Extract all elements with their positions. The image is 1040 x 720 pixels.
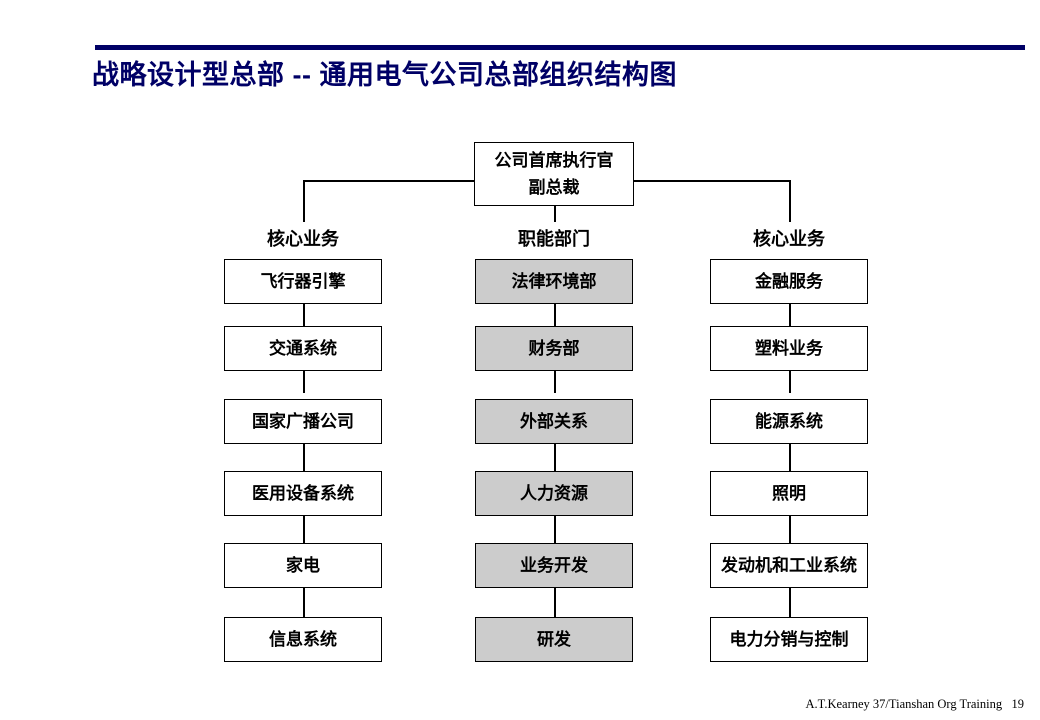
connector-col0-3-4	[303, 516, 305, 543]
node-col1-row2[interactable]: 外部关系	[475, 399, 633, 444]
connector-col0-2-3	[303, 444, 305, 471]
node-col2-row5[interactable]: 电力分销与控制	[710, 617, 868, 662]
node-col2-row2[interactable]: 能源系统	[710, 399, 868, 444]
node-ceo-line2: 副总裁	[528, 177, 580, 197]
node-col0-row5[interactable]: 信息系统	[224, 617, 382, 662]
connector-col2-2-3	[789, 444, 791, 471]
node-col0-row0[interactable]: 飞行器引擎	[224, 259, 382, 304]
node-col1-row4[interactable]: 业务开发	[475, 543, 633, 588]
connector-col1-1-2	[554, 371, 556, 393]
page-title: 战略设计型总部 -- 通用电气公司总部组织结构图	[92, 60, 677, 90]
node-ceo[interactable]: 公司首席执行官 副总裁	[474, 142, 634, 206]
connector-col2-3-4	[789, 516, 791, 543]
node-col0-row1[interactable]: 交通系统	[224, 326, 382, 371]
connector-col0-0-1	[303, 304, 305, 326]
node-col2-row4[interactable]: 发动机和工业系统	[710, 543, 868, 588]
node-col1-row5[interactable]: 研发	[475, 617, 633, 662]
connector-col1-4-5	[554, 588, 556, 617]
footer-note: A.T.Kearney 37/Tianshan Org Training 19	[805, 697, 1024, 711]
connector-col0-1-2	[303, 371, 305, 393]
connector-col2-1-2	[789, 371, 791, 393]
node-col0-row3[interactable]: 医用设备系统	[224, 471, 382, 516]
node-col2-row1[interactable]: 塑料业务	[710, 326, 868, 371]
column-header-2: 核心业务	[753, 229, 825, 249]
connector-col2-0-1	[789, 304, 791, 326]
connector-col1-3-4	[554, 516, 556, 543]
connector-col1-0-1	[554, 304, 556, 326]
connector-col2-4-5	[789, 588, 791, 617]
node-col0-row4[interactable]: 家电	[224, 543, 382, 588]
node-col1-row0[interactable]: 法律环境部	[475, 259, 633, 304]
connector-root-drop-right	[789, 180, 791, 222]
connector-root-drop-center	[554, 206, 556, 222]
node-col1-row3[interactable]: 人力资源	[475, 471, 633, 516]
column-header-1: 职能部门	[518, 229, 590, 249]
connector-col1-2-3	[554, 444, 556, 471]
column-header-0: 核心业务	[267, 229, 339, 249]
connector-root-drop-left	[303, 180, 305, 222]
node-col0-row2[interactable]: 国家广播公司	[224, 399, 382, 444]
title-accent-rule	[95, 45, 1025, 50]
node-ceo-line1: 公司首席执行官	[494, 150, 614, 170]
node-col1-row1[interactable]: 财务部	[475, 326, 633, 371]
connector-col0-4-5	[303, 588, 305, 617]
node-col2-row3[interactable]: 照明	[710, 471, 868, 516]
node-col2-row0[interactable]: 金融服务	[710, 259, 868, 304]
